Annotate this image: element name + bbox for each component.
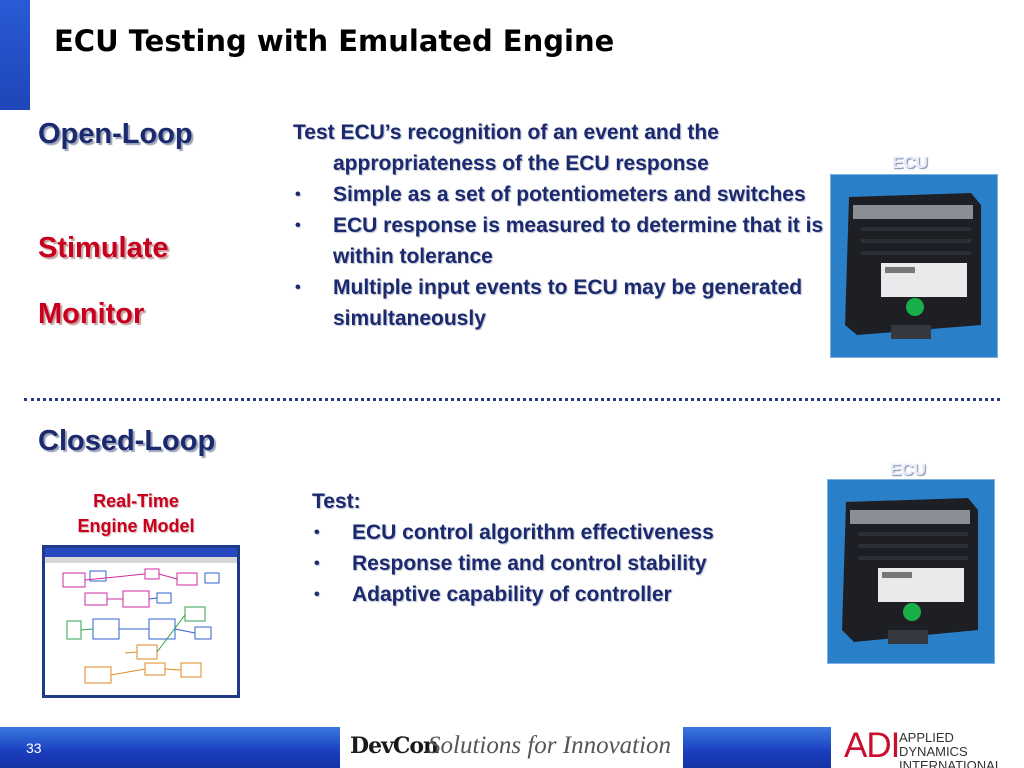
open-loop-bullet: •Simple as a set of potentiometers and s… [295,183,806,206]
devcon-logo: DevCon [350,733,439,759]
bullet-text: ECU control algorithm effectiveness [352,521,714,544]
ecu-image-label: ECU [890,460,926,479]
engine-model-screenshot [42,545,240,698]
company-name: APPLIED DYNAMICS INTERNATIONAL [899,731,1024,768]
engine-model-label-2: Engine Model [77,516,195,536]
ecu-photo [830,174,998,358]
open-loop-bullet: •Multiple input events to ECU may be gen… [295,276,803,330]
closed-loop-bullet: •Response time and control stability [314,552,707,575]
open-loop-heading: Open-Loop [38,118,193,150]
open-loop-text: Test ECU’s recognition of an event and t… [293,117,833,334]
page-number: 33 [26,740,42,756]
engine-model-caption: Real-Time Engine Model [46,489,226,539]
closed-loop-heading: Closed-Loop [38,425,216,457]
closed-loop-bullet: •ECU control algorithm effectiveness [314,521,714,544]
slide-title: ECU Testing with Emulated Engine [54,24,615,58]
stimulate-label: Stimulate [38,232,169,264]
company-name-line-1: APPLIED DYNAMICS [899,730,968,759]
title-accent-bar [0,0,30,110]
bullet-text: Adaptive capability of controller [352,583,672,606]
bullet-text: Simple as a set of potentiometers and sw… [333,183,806,206]
monitor-label: Monitor [38,298,145,330]
model-canvas [45,548,237,695]
ecu-photo [827,479,995,664]
ecu-image-label: ECU [892,153,928,172]
open-loop-bullet: •ECU response is measured to determine t… [295,214,824,268]
footer-band-left [0,727,340,768]
test-label: Test: [312,490,361,513]
footer-band-right [683,727,831,768]
bullet-text: Multiple input events to ECU may be gene… [333,276,803,330]
footer-tagline: Solutions for Innovation [428,732,672,759]
closed-loop-text: Test: •ECU control algorithm effectivene… [312,486,812,610]
bullet-text: Response time and control stability [352,552,707,575]
engine-model-label-1: Real-Time [93,491,179,511]
company-name-line-2: INTERNATIONAL [899,758,1003,768]
ecu-module-icon [828,480,994,663]
ecu-module-icon [831,175,997,357]
section-divider [24,398,1000,401]
bullet-text: ECU response is measured to determine th… [333,214,824,268]
adi-logo: ADI [844,726,900,765]
closed-loop-bullet: •Adaptive capability of controller [314,583,672,606]
model-diagram-icon [62,568,220,684]
open-loop-intro: Test ECU’s recognition of an event and t… [293,121,719,175]
